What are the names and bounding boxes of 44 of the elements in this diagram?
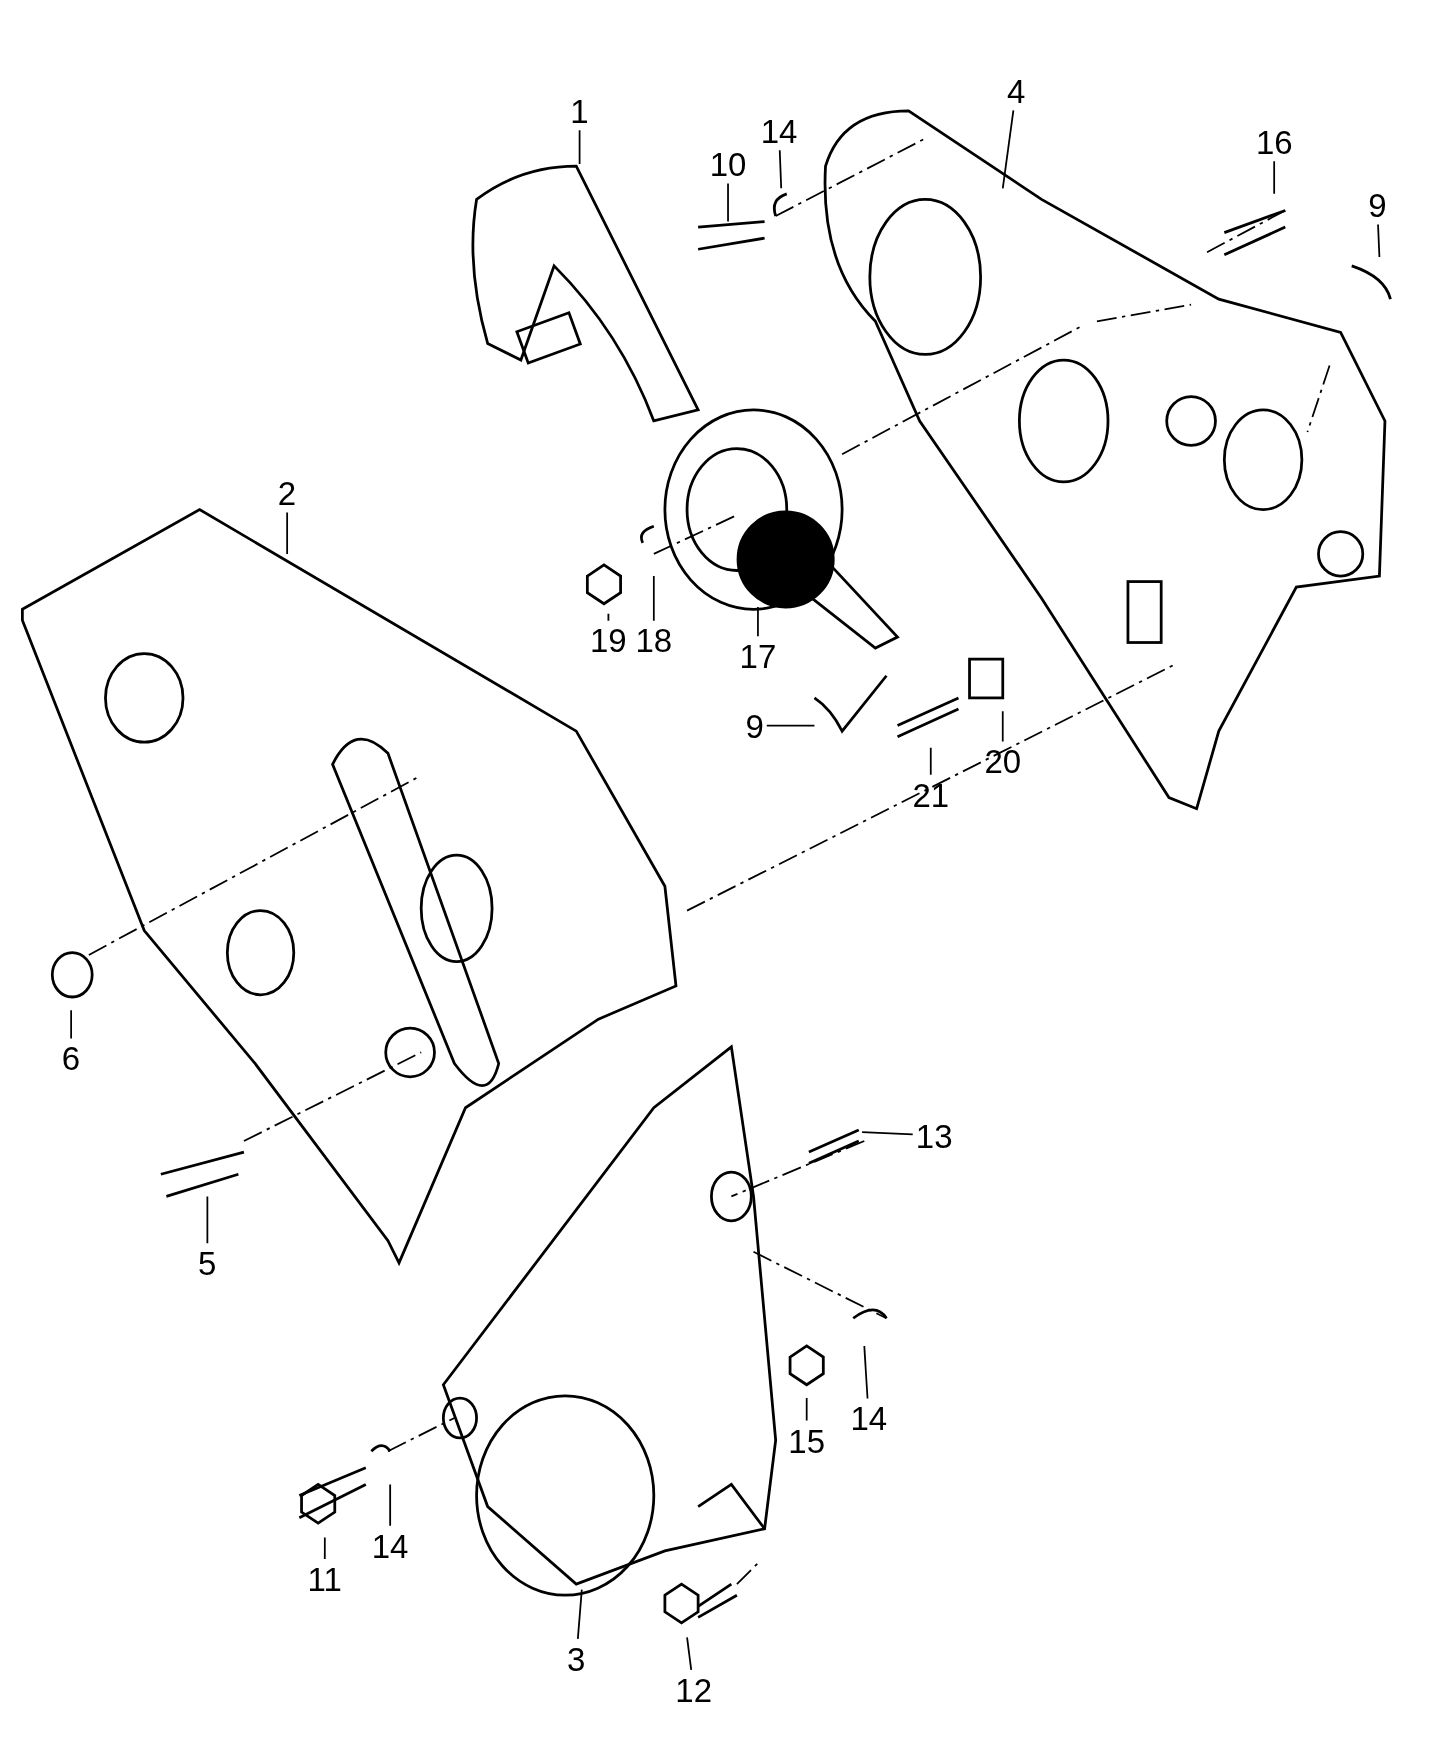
leader-line xyxy=(1001,710,1004,743)
callout-number: 9 xyxy=(1368,188,1387,222)
leader-line xyxy=(778,149,783,190)
leader-line xyxy=(607,612,610,622)
leader-line xyxy=(1273,160,1276,195)
callout-number: 5 xyxy=(198,1246,217,1280)
leader-line xyxy=(578,129,581,165)
leader-line xyxy=(70,1009,72,1040)
callout-number: 10 xyxy=(709,147,747,181)
leader-line xyxy=(576,1588,583,1640)
leader-line xyxy=(652,575,655,622)
leader-line xyxy=(863,1345,869,1400)
callout-number: 9 xyxy=(745,709,764,743)
callout-number: 19 xyxy=(590,624,627,657)
leader-line xyxy=(686,1636,693,1671)
callout-number: 13 xyxy=(915,1119,953,1153)
callout-number: 18 xyxy=(635,624,673,657)
callout-number: 2 xyxy=(277,476,297,510)
callout-number: 1 xyxy=(570,94,589,128)
leader-line xyxy=(805,1397,808,1422)
leader-line xyxy=(861,1131,914,1136)
leader-line xyxy=(286,511,289,555)
callout-number: 12 xyxy=(675,1673,713,1707)
leader-line xyxy=(206,1195,209,1245)
leader-line xyxy=(929,746,932,776)
leader-line xyxy=(1001,109,1015,190)
callout-number: 14 xyxy=(371,1529,409,1563)
callout-number: 11 xyxy=(307,1562,342,1596)
callout-number: 14 xyxy=(850,1401,888,1435)
leader-line xyxy=(757,606,759,638)
callout-number: 20 xyxy=(984,744,1022,778)
callout-number: 4 xyxy=(1006,74,1026,108)
callout-number: 17 xyxy=(739,639,777,673)
leader-line xyxy=(727,182,729,223)
leader-line xyxy=(389,1483,392,1527)
callout-number: 14 xyxy=(760,114,798,148)
leader-line xyxy=(323,1536,326,1560)
leader-line xyxy=(765,724,816,727)
callout-number: 3 xyxy=(567,1642,586,1676)
callout-number: 15 xyxy=(788,1424,826,1458)
callout-number: 6 xyxy=(61,1041,81,1075)
callout-number: 21 xyxy=(912,778,950,811)
callout-number: 16 xyxy=(1256,125,1293,159)
leader-line xyxy=(1377,223,1381,258)
